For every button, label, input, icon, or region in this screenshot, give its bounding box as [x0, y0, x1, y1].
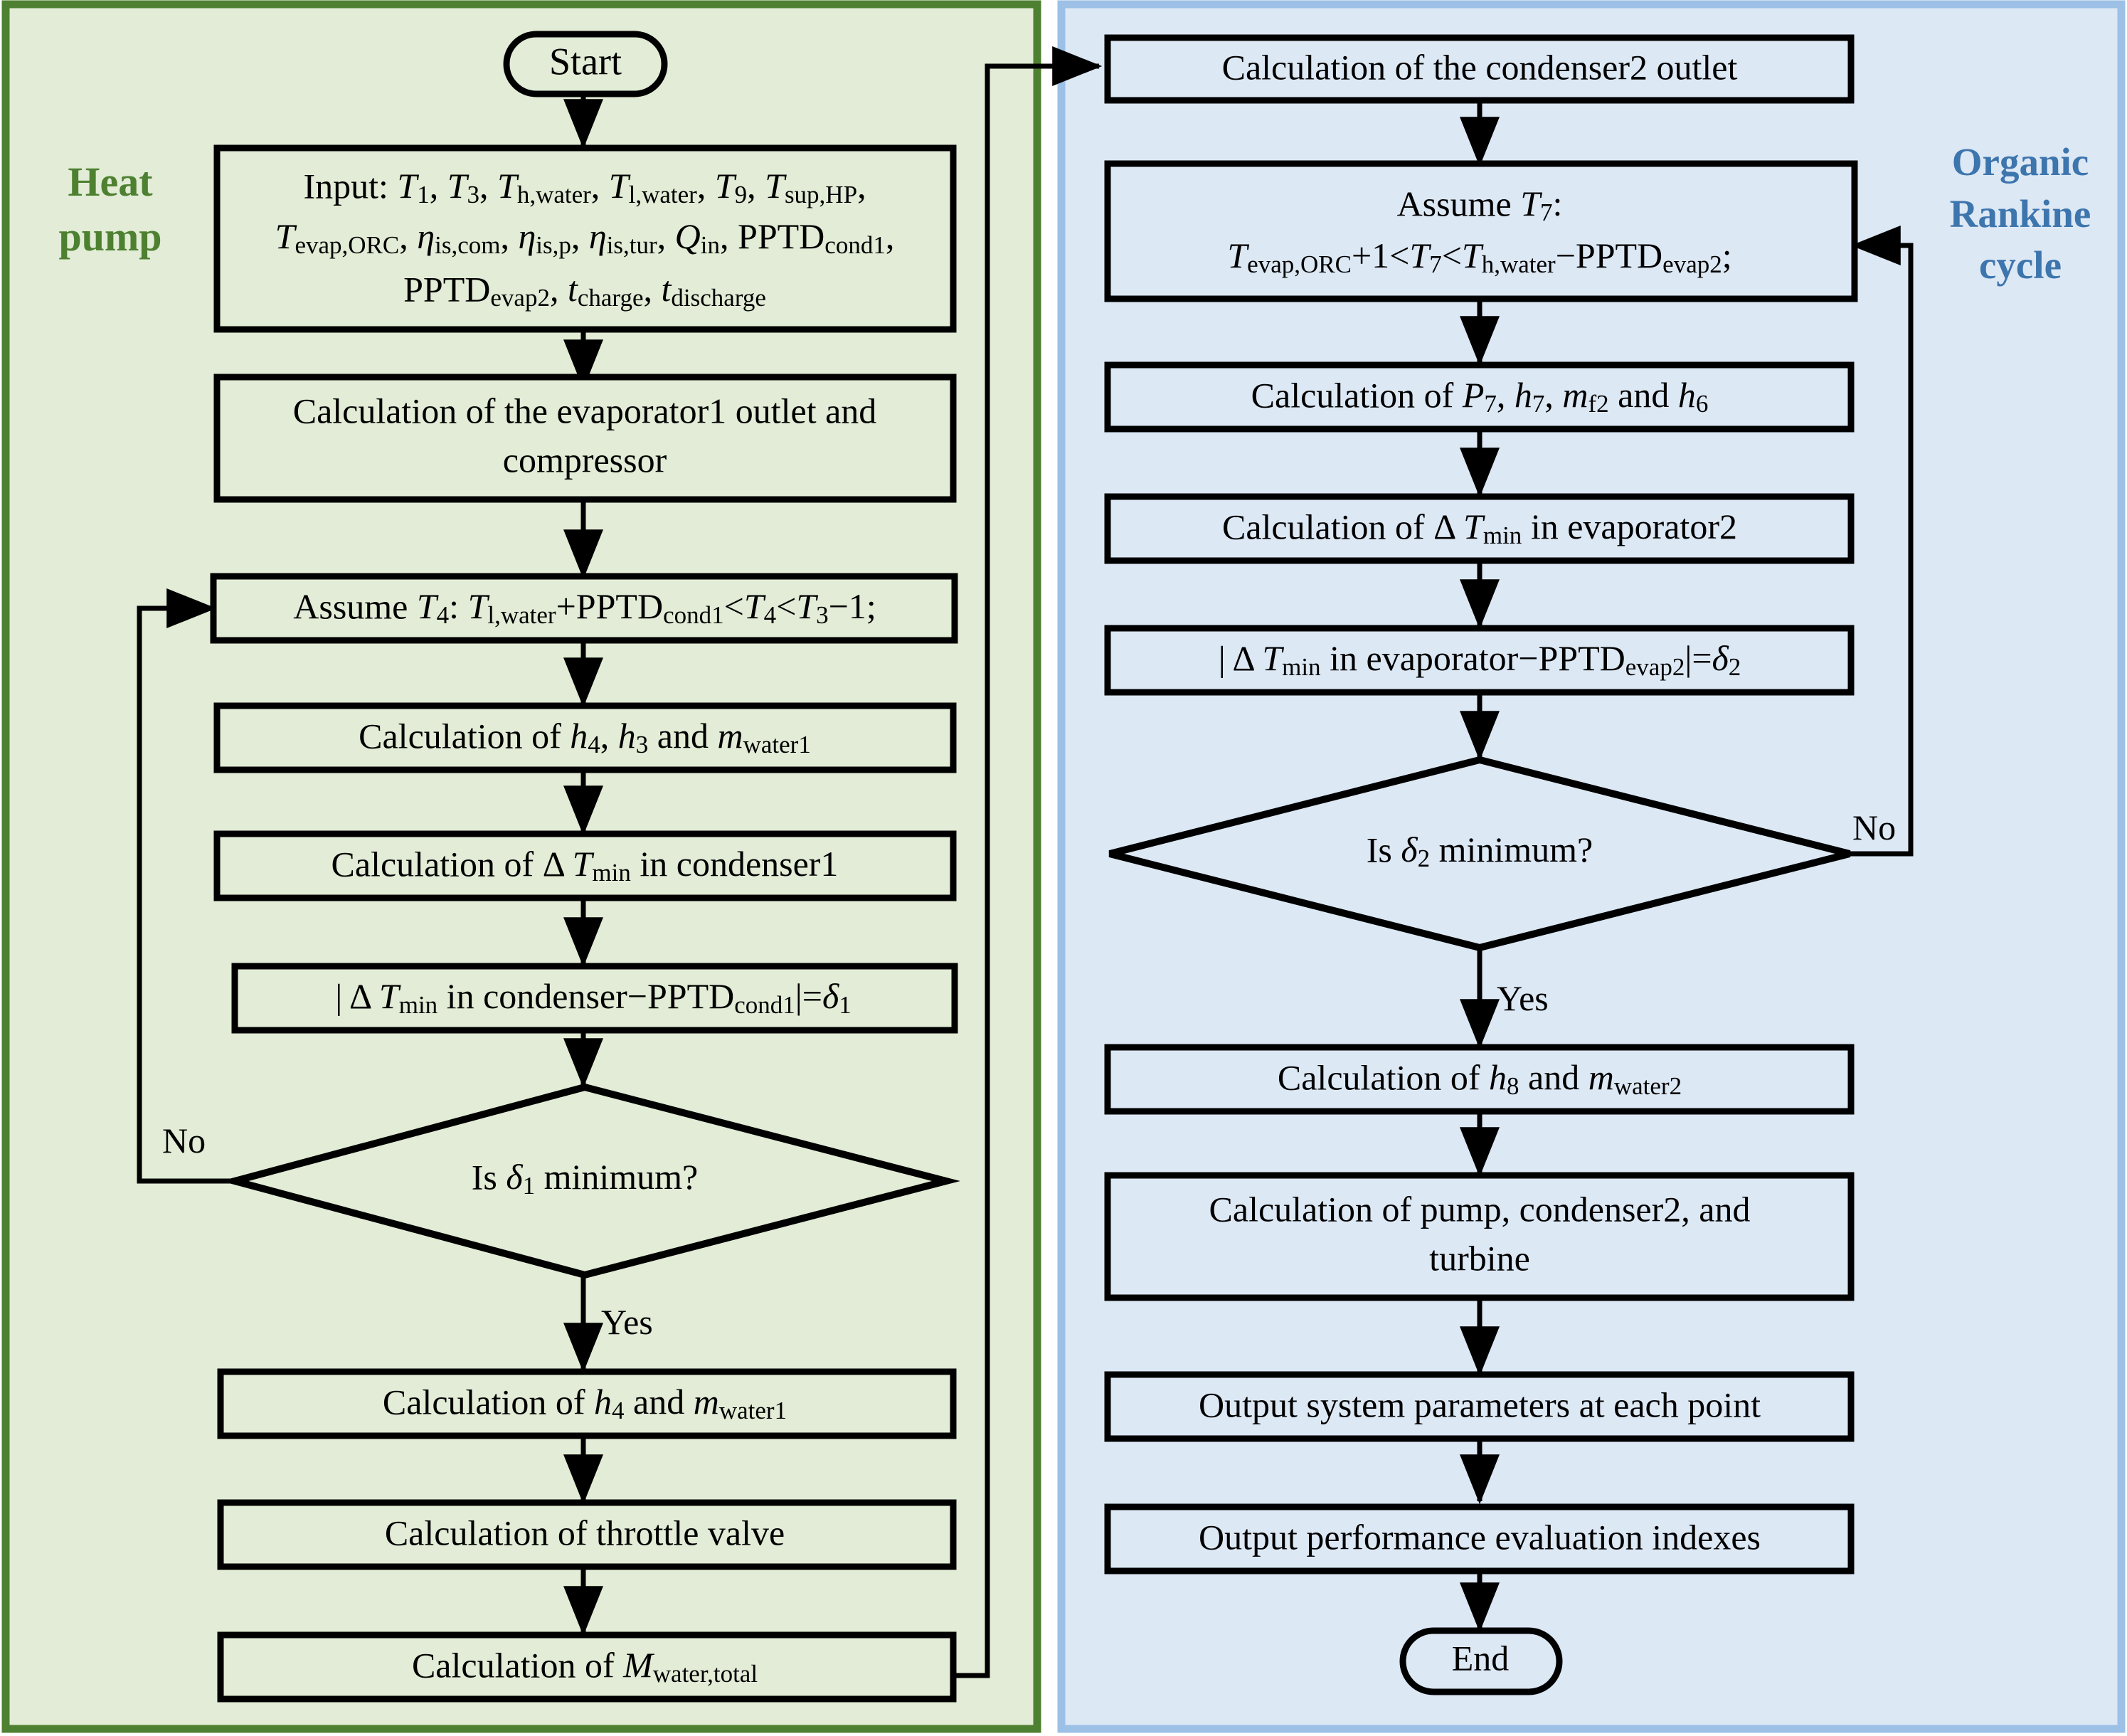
- hp-node-calc-h4h3-label: Calculation of h4, h3 and mwater1: [359, 716, 811, 758]
- orc-label-line1: Organic: [1951, 140, 2089, 184]
- orc-no-label: No: [1852, 808, 1896, 847]
- orc-node-cond2-outlet[interactable]: [1104, 34, 1855, 104]
- heat-pump-panel-label: Heat pump: [21, 155, 199, 264]
- orc-connectors: [1460, 100, 1914, 1633]
- hp-node-input-line2: Tevap,ORC, ηis,com, ηis,p, ηis,tur, Qin,…: [275, 216, 895, 259]
- orc-node-output-params[interactable]: [1104, 1371, 1855, 1442]
- hp-node-evap1-line1: Calculation of the evaporator1 outlet an…: [293, 391, 877, 430]
- orc-label-line3: cycle: [1978, 243, 2062, 287]
- hp-yes-label: Yes: [601, 1302, 653, 1342]
- orc-node-delta2-def-label: | Δ Tmin in evaporator−PPTDevap2|=δ2: [1219, 638, 1741, 681]
- orc-node-decision-delta2[interactable]: [1108, 756, 1851, 952]
- orc-node-assume-t7-line1: Assume T7:: [1397, 184, 1563, 226]
- hp-node-throttle[interactable]: [217, 1499, 957, 1570]
- hp-node-start[interactable]: [503, 31, 668, 97]
- hp-node-mwater-total[interactable]: [217, 1631, 957, 1703]
- hp-node-decision-delta1[interactable]: [221, 1083, 960, 1279]
- orc-node-delta2-def[interactable]: [1104, 625, 1855, 696]
- orc-node-calc-pump[interactable]: [1104, 1172, 1855, 1301]
- hp-node-assume-t4-label: Assume T4: Tl,water+PPTDcond1<T4<T3−1;: [293, 586, 876, 629]
- orc-node-calc-p7-label: Calculation of P7, h7, mf2 and h6: [1251, 375, 1709, 418]
- orc-panel-label: Organic Rankine cycle: [1925, 137, 2116, 292]
- hp-node-dtmin-cond1[interactable]: [213, 830, 957, 901]
- orc-yes-label: Yes: [1497, 978, 1549, 1018]
- hp-node-calc-h4h3[interactable]: [213, 702, 957, 773]
- orc-node-dtmin-evap2[interactable]: [1104, 493, 1855, 564]
- hp-node-input[interactable]: [213, 144, 957, 333]
- hp-node-delta1-def-label: | Δ Tmin in condenser−PPTDcond1|=δ1: [335, 976, 851, 1019]
- hp-node-dtmin-cond1-label: Calculation of Δ Tmin in condenser1: [331, 844, 839, 886]
- heat-pump-label-line1: Heat: [68, 159, 153, 205]
- orc-label-line2: Rankine: [1949, 191, 2091, 235]
- hp-node-delta1-def[interactable]: [231, 963, 958, 1034]
- orc-node-assume-t7-line2: Tevap,ORC+1<T7<Th,water−PPTDevap2;: [1227, 235, 1731, 278]
- hp-node-evap1-line2: compressor: [503, 440, 667, 480]
- orc-node-assume-t7[interactable]: [1104, 160, 1858, 302]
- hp-connectors: [137, 46, 1103, 1678]
- orc-node-end-label: End: [1452, 1638, 1510, 1678]
- orc-node-calc-pump-line1: Calculation of pump, condenser2, and: [1209, 1189, 1751, 1229]
- orc-node-decision-delta2-label: Is δ2 minimum?: [1367, 830, 1593, 872]
- heat-pump-label-line2: pump: [58, 213, 162, 260]
- hp-node-assume-t4[interactable]: [210, 573, 958, 644]
- hp-node-throttle-label: Calculation of throttle valve: [385, 1513, 785, 1552]
- orc-node-output-perf[interactable]: [1104, 1503, 1855, 1574]
- hp-node-decision-delta1-label: Is δ1 minimum?: [472, 1157, 699, 1200]
- orc-node-cond2-outlet-label: Calculation of the condenser2 outlet: [1222, 47, 1738, 87]
- orc-node-dtmin-evap2-label: Calculation of Δ Tmin in evaporator2: [1222, 507, 1737, 549]
- orc-node-calc-h8[interactable]: [1104, 1044, 1855, 1115]
- orc-node-calc-pump-line2: turbine: [1429, 1238, 1530, 1278]
- hp-no-label: No: [162, 1121, 206, 1160]
- orc-node-output-perf-label: Output performance evaluation indexes: [1199, 1517, 1761, 1557]
- hp-node-evap1[interactable]: [213, 374, 957, 503]
- hp-node-input-line1: Input: T1, T3, Th,water, Tl,water, T9, T…: [303, 166, 866, 208]
- hp-node-calc-h4-mwater1[interactable]: [217, 1368, 957, 1439]
- hp-node-start-label: Start: [549, 40, 622, 83]
- orc-node-end[interactable]: [1399, 1627, 1563, 1695]
- orc-node-calc-p7[interactable]: [1104, 361, 1855, 433]
- orc-node-output-params-label: Output system parameters at each point: [1199, 1385, 1761, 1424]
